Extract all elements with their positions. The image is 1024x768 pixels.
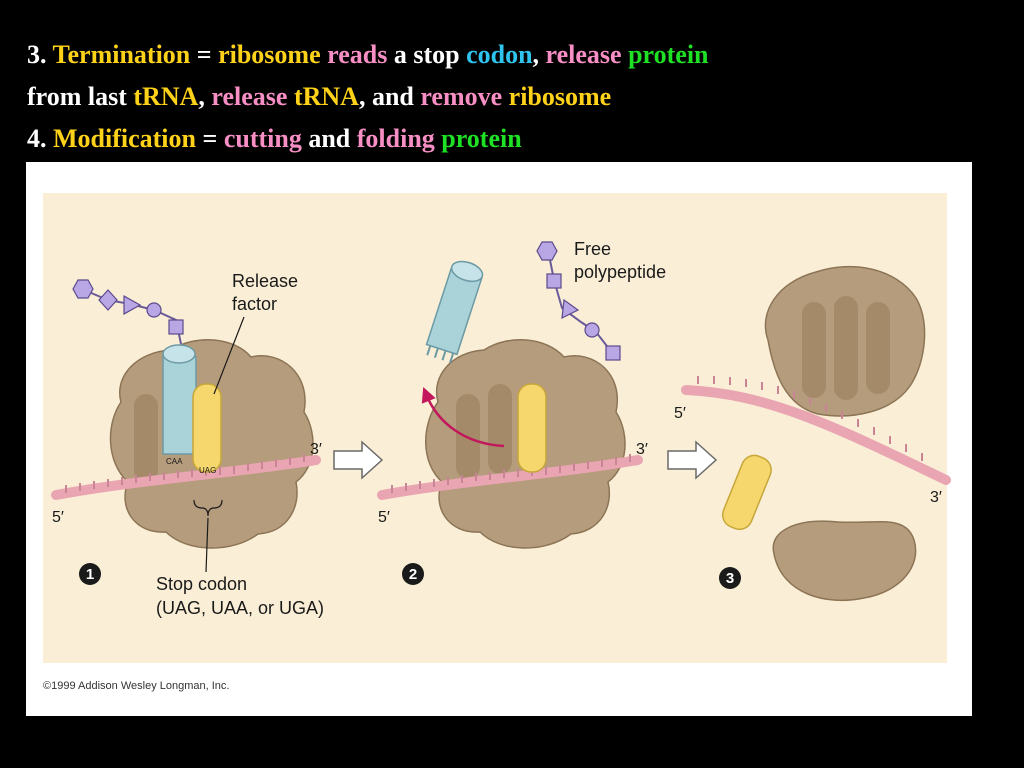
- mrna-1: [51, 455, 321, 500]
- polypeptide-1-diamond: [98, 289, 118, 311]
- text-segment: release: [211, 82, 288, 111]
- large-subunit-ridge-c: [866, 302, 890, 394]
- text-segment: ribosome: [218, 40, 321, 69]
- text-segment: codon: [466, 40, 533, 69]
- text-segment: a stop: [387, 40, 467, 69]
- release-factor-pointer: [213, 316, 245, 395]
- mrna-3: [681, 385, 951, 485]
- free-polypeptide-hexagon: [536, 241, 558, 261]
- five-prime-label-3: 5′: [674, 405, 686, 422]
- free-polypeptide-square-b: [605, 345, 621, 361]
- text-segment: remove: [420, 82, 503, 111]
- release-factor-label-2: factor: [232, 294, 277, 314]
- text-segment: ,: [198, 82, 212, 111]
- step-1: CAA UAG Release factor Stop codon (UAG, …: [51, 271, 324, 618]
- step-1-number: 1: [86, 566, 94, 583]
- step-3-number: 3: [726, 570, 734, 587]
- text-segment: Modification: [53, 124, 196, 153]
- three-prime-label-1: 3′: [310, 441, 322, 458]
- stop-codon-label-2: (UAG, UAA, or UGA): [156, 598, 324, 618]
- polypeptide-1-triangle: [123, 294, 142, 316]
- text-segment: 3.: [27, 40, 53, 69]
- text-segment: =: [190, 40, 219, 69]
- release-arrow: [421, 387, 505, 448]
- text-segment: reads: [327, 40, 388, 69]
- codon-text: UAG: [199, 466, 216, 475]
- free-polypeptide-label-1: Free: [574, 239, 611, 259]
- release-factor-label-1: Release: [232, 271, 298, 291]
- stop-codon-brace: [193, 499, 223, 517]
- ribosome-1-ridge: [134, 394, 158, 482]
- step-3: 5′ 3′ 3: [674, 265, 951, 602]
- polypeptide-1-square: [168, 319, 184, 335]
- slide-text: 3. Termination = ribosome reads a stop c…: [27, 34, 1007, 160]
- step-3-badge: [719, 567, 741, 589]
- text-segment: , and: [358, 82, 421, 111]
- free-polypeptide-label-2: polypeptide: [574, 262, 666, 282]
- process-arrow-2: [667, 440, 718, 480]
- mrna-2: [377, 455, 643, 500]
- mrna-3-bases: [697, 376, 923, 461]
- step-1-badge: [79, 563, 101, 585]
- large-subunit-ridge-a: [802, 302, 826, 398]
- process-arrow-1: [333, 440, 384, 480]
- step-2-badge: [402, 563, 424, 585]
- copyright-notice: ©1999 Addison Wesley Longman, Inc.: [43, 680, 229, 692]
- text-segment: tRNA: [293, 82, 359, 111]
- step-2: Free polypeptide 5′ 3′ 2: [377, 239, 666, 585]
- trna-2-departing: [425, 260, 484, 363]
- text-segment: release: [545, 40, 622, 69]
- three-prime-label-2: 3′: [636, 441, 648, 458]
- five-prime-label-2: 5′: [378, 509, 390, 526]
- three-prime-label-3: 3′: [930, 489, 942, 506]
- text-segment: ribosome: [508, 82, 612, 111]
- stop-codon-label-1: Stop codon: [156, 574, 247, 594]
- modification-line: 4. Modification = cutting and folding pr…: [27, 118, 1007, 160]
- small-subunit: [772, 520, 917, 602]
- text-segment: =: [196, 124, 224, 153]
- trna-1: [162, 356, 197, 455]
- translation-termination-figure: CAA UAG Release factor Stop codon (UAG, …: [26, 162, 972, 716]
- stop-codon-pointer: [205, 517, 209, 573]
- text-segment: tRNA: [133, 82, 199, 111]
- text-segment: and: [301, 124, 357, 153]
- text-segment: Termination: [52, 40, 191, 69]
- termination-line-1: 3. Termination = ribosome reads a stop c…: [27, 34, 1007, 76]
- step-2-number: 2: [409, 566, 417, 583]
- text-segment: from last: [27, 82, 134, 111]
- release-factor-2: [517, 383, 547, 473]
- large-subunit-ridge-b: [834, 296, 858, 400]
- text-segment: 4.: [27, 124, 53, 153]
- polypeptide-1-hexagon: [72, 279, 94, 299]
- trna-1-top: [162, 344, 196, 364]
- free-polypeptide-square-a: [546, 273, 562, 289]
- free-polypeptide-triangle: [561, 298, 580, 320]
- text-segment: protein: [628, 40, 709, 69]
- release-factor-3: [721, 454, 772, 531]
- text-segment: cutting: [223, 124, 302, 153]
- text-segment: protein: [441, 124, 522, 153]
- ribosome-2-ridge-b: [488, 384, 512, 474]
- free-polypeptide-circle: [584, 322, 600, 338]
- anticodon-text: CAA: [166, 457, 183, 466]
- polypeptide-1-circle: [146, 302, 162, 318]
- five-prime-label-1: 5′: [52, 509, 64, 526]
- text-segment: folding: [356, 124, 435, 153]
- text-segment: ,: [532, 40, 546, 69]
- termination-line-2: from last tRNA, release tRNA, and remove…: [27, 76, 1007, 118]
- release-factor-1: [192, 383, 222, 473]
